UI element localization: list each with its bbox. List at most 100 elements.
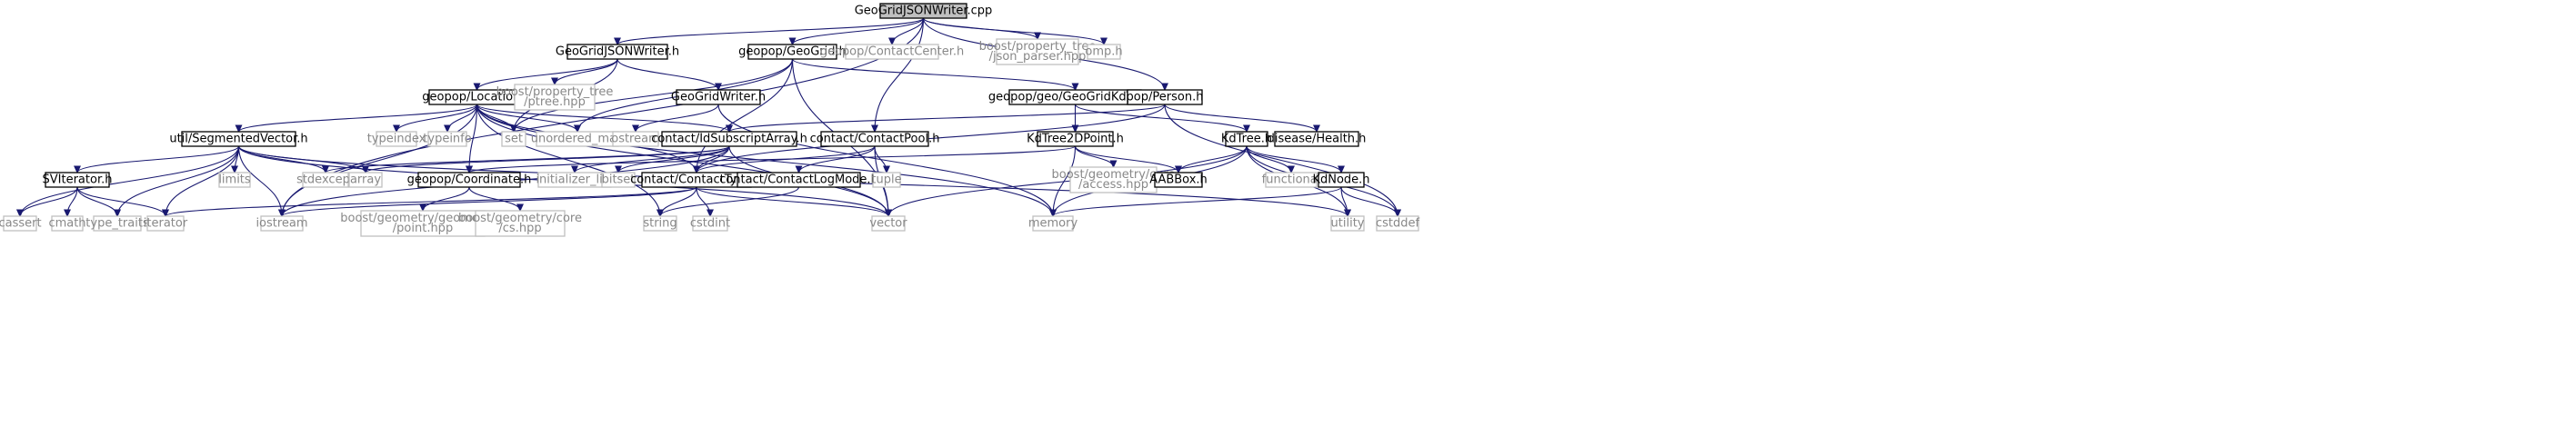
node-geogridwriter_h[interactable]: GeoGridWriter.h — [671, 89, 766, 105]
edge-root-to-geogrid_h — [788, 17, 925, 46]
edge-kdtree_h-to-functional — [1246, 145, 1295, 174]
node-idsub_h[interactable]: contact/IdSubscriptArray.h — [651, 131, 807, 147]
node-label: contact/ContactPool.h — [810, 133, 940, 146]
node-box — [1154, 172, 1203, 188]
edge-location_h-to-segvec_h — [235, 104, 478, 134]
node-label: geopop/ContactCenter.h — [820, 45, 965, 59]
node-box — [1274, 131, 1359, 147]
edge-idsub_h-to-init_list — [571, 145, 730, 174]
edge-sviterator_h-to-type_traits — [76, 186, 121, 218]
node-contactcenter_h: geopop/ContactCenter.h — [820, 44, 965, 60]
node-label: contact/ContactLogMode.h — [719, 173, 878, 187]
node-label: set — [505, 133, 523, 146]
node-label: util/SegmentedVector.h — [169, 133, 307, 146]
node-box — [1069, 166, 1158, 193]
node-box — [1225, 131, 1268, 147]
node-kd2d_h[interactable]: KdTree2DPoint.h — [1027, 131, 1124, 147]
node-contacttype_h[interactable]: contact/ContactType.h — [630, 172, 763, 188]
node-cstddef: cstddef — [1376, 215, 1419, 232]
edge-arrowhead — [1394, 209, 1401, 218]
node-label: vector — [869, 217, 907, 231]
edge-arrowhead — [871, 124, 878, 134]
edge-line — [468, 145, 1077, 173]
edge-contacttype_h-to-cstdint — [696, 186, 714, 218]
node-box — [871, 215, 906, 232]
node-array: array — [348, 172, 383, 188]
edge-root-to-ggjw_h — [614, 17, 925, 46]
node-logmode_h[interactable]: contact/ContactLogMode.h — [719, 172, 878, 188]
node-utility: utility — [1330, 215, 1365, 232]
edge-location_h-to-set — [476, 104, 517, 134]
node-box — [692, 215, 728, 232]
edge-arrowhead — [571, 165, 578, 174]
node-box — [376, 131, 417, 147]
node-label: utility — [1331, 217, 1365, 231]
edge-kdnode_h-to-utility — [1340, 186, 1351, 218]
edge-segvec_h-to-stdexcept — [237, 145, 329, 174]
edge-line — [165, 145, 240, 217]
node-kdnode_h[interactable]: KdNode.h — [1312, 172, 1370, 188]
node-access_hpp: boost/geometry/core/access.hpp — [1052, 166, 1175, 193]
node-iostream: iostream — [256, 215, 308, 232]
node-string: string — [643, 215, 677, 232]
node-label: contact/IdSubscriptArray.h — [651, 133, 807, 146]
node-vector: vector — [869, 215, 907, 232]
edge-line — [281, 186, 697, 217]
node-root[interactable]: GeoGridJSONWriter.cpp — [855, 3, 993, 19]
edge-line — [468, 104, 478, 173]
node-label: /access.hpp — [1078, 178, 1148, 192]
edge-arrowhead — [64, 209, 71, 218]
node-box — [845, 44, 939, 60]
node-box — [1087, 44, 1121, 60]
edge-line — [476, 104, 730, 133]
node-person_h[interactable]: pop/Person.h — [1127, 89, 1204, 105]
node-label: disease/Health.h — [1268, 133, 1367, 146]
node-contactpool_h[interactable]: contact/ContactPool.h — [810, 131, 940, 147]
node-typeindex: typeindex — [367, 131, 426, 147]
edge-arrowhead — [466, 165, 473, 174]
edge-line — [696, 186, 889, 217]
node-label: ostream — [611, 133, 660, 146]
node-segvec_h[interactable]: util/SegmentedVector.h — [169, 131, 308, 147]
edge-contacttype_h-to-vector — [696, 186, 892, 218]
node-box — [348, 172, 383, 188]
node-box — [643, 215, 677, 232]
node-label: limits — [218, 173, 251, 187]
node-sviterator_h[interactable]: SVIterator.h — [43, 172, 113, 188]
edge-idsub_h-to-bitset — [615, 145, 730, 174]
edge-line — [281, 104, 478, 217]
node-box — [1318, 172, 1365, 188]
node-label: initializer_list — [536, 173, 613, 187]
edge-line — [617, 145, 730, 173]
edge-line — [476, 104, 578, 133]
node-label: pop/Person.h — [1127, 91, 1204, 104]
node-kdtree_h[interactable]: KdTree.h — [1221, 131, 1272, 147]
node-coordinate_h[interactable]: geopop/Coordinate.h — [407, 172, 532, 188]
edge-line — [574, 145, 730, 173]
edge-contacttype_h-to-iostream — [278, 186, 697, 218]
node-label: cmath — [48, 217, 85, 231]
edge-arrowhead — [615, 165, 622, 174]
node-health_h[interactable]: disease/Health.h — [1268, 131, 1367, 147]
edge-line — [874, 17, 925, 133]
node-box — [1376, 215, 1419, 232]
edge-line — [1246, 145, 1342, 173]
node-ggjw_h[interactable]: GeoGridJSONWriter.h — [556, 44, 679, 60]
edge-line — [476, 58, 618, 91]
edge-line — [659, 186, 800, 217]
edge-line — [797, 145, 876, 173]
node-box — [417, 172, 521, 188]
node-label: stdexcept — [296, 173, 355, 187]
edge-ggjw_h-to-ptree_hpp — [551, 58, 618, 86]
edge-line — [165, 186, 697, 217]
node-kdtree_geo[interactable]: geopop/geo/GeoGridKdTree.h — [988, 89, 1162, 105]
node-label: geopop/geo/GeoGridKdTree.h — [988, 91, 1162, 104]
node-aabbox_h[interactable]: AABBox.h — [1149, 172, 1208, 188]
edge-idsub_h-to-stdexcept — [322, 145, 730, 174]
edge-arrowhead — [322, 165, 329, 174]
node-location_h[interactable]: geopop/Location.h — [422, 89, 532, 105]
node-label: KdTree2DPoint.h — [1027, 133, 1124, 146]
node-geogrid_h[interactable]: geopop/GeoGrid.h — [738, 44, 847, 60]
edge-line — [1074, 104, 1248, 133]
node-box — [661, 131, 797, 147]
